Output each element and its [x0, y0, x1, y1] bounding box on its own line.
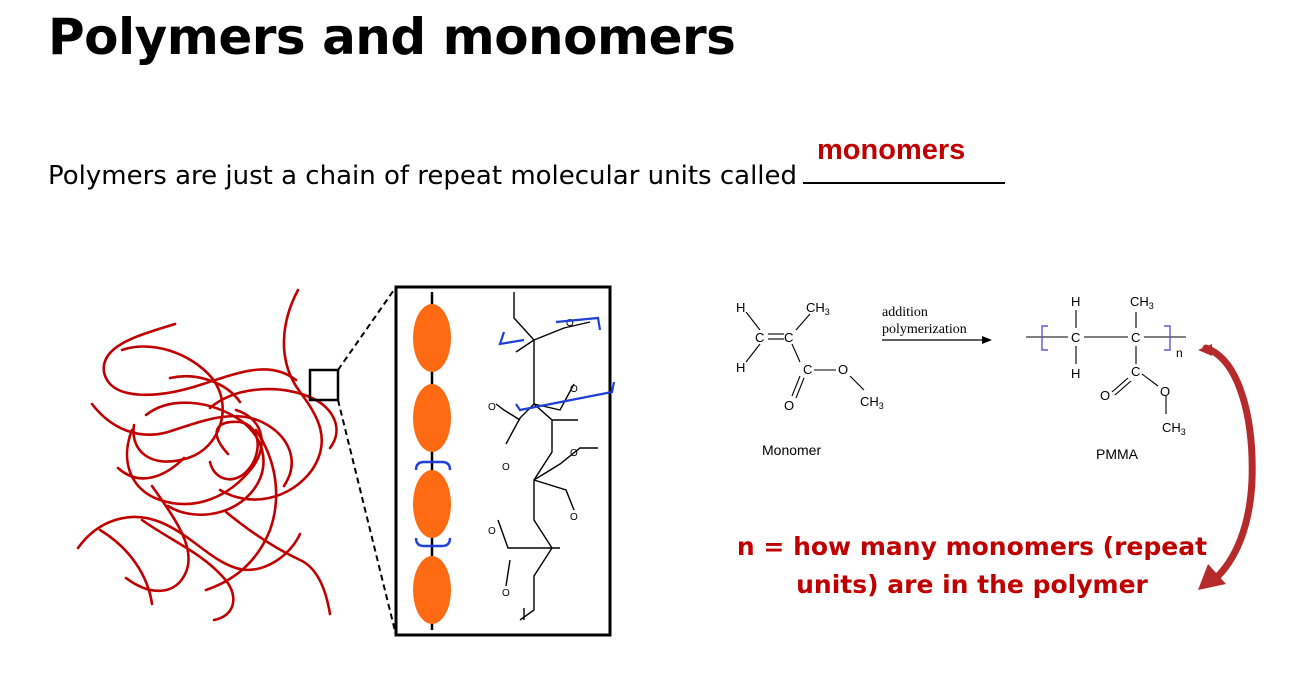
- atom-label: C: [1071, 330, 1080, 345]
- callout-arrowhead: [1198, 564, 1226, 590]
- definition-sentence: Polymers are just a chain of repeat mole…: [48, 134, 1006, 191]
- tangled-polymer-chain: [76, 288, 338, 622]
- monomer-bead: [413, 470, 451, 538]
- atom-label: O: [1160, 384, 1170, 399]
- atom-label: H: [736, 360, 745, 375]
- reaction-arrowhead: [982, 336, 992, 344]
- atom-label: O: [838, 362, 848, 377]
- repeat-count-note: n = how many monomers (repeat units) are…: [722, 528, 1222, 604]
- fill-in-blank: monomers: [803, 134, 1006, 184]
- monomer-bead: [413, 384, 451, 452]
- monomer-bead-chain: [413, 292, 452, 630]
- atom-label: C: [784, 330, 793, 345]
- definition-text: Polymers are just a chain of repeat mole…: [48, 161, 798, 191]
- pmma-structure: H C H C C O O CH3 CH3 n: [1026, 294, 1186, 437]
- oxygen-label: O: [570, 384, 578, 395]
- note-line-1: n = how many monomers (repeat: [736, 532, 1208, 561]
- methyl-label: CH3: [1162, 420, 1186, 437]
- monomer-bead: [413, 304, 451, 372]
- oxygen-label: O: [502, 588, 510, 599]
- oxygen-label: O: [570, 448, 578, 459]
- atom-label: O: [784, 398, 794, 413]
- methyl-label: CH3: [1130, 294, 1154, 311]
- oxygen-label: O: [488, 402, 496, 413]
- repeat-count-n: n: [1176, 346, 1183, 360]
- oxygen-label: O: [570, 512, 578, 523]
- callout-arrow-tail: [1198, 344, 1212, 356]
- methyl-label: CH3: [806, 300, 830, 317]
- atom-label: C: [1131, 330, 1140, 345]
- repeat-unit-bracket-bottom: [414, 537, 452, 548]
- atom-label: H: [1071, 366, 1080, 381]
- zoom-leader-top: [337, 286, 397, 371]
- repeat-unit-bracket-skeletal: [515, 381, 616, 412]
- callout-arrow-curve: [1202, 344, 1256, 584]
- repeat-unit-bracket-skeletal: [555, 316, 602, 331]
- repeat-unit-bracket-top: [414, 460, 452, 471]
- oxygen-label: O: [566, 318, 574, 329]
- monomer-bead: [413, 556, 451, 624]
- monomer-caption: Monomer: [762, 442, 821, 458]
- arrow-label-line2: polymerization: [882, 322, 967, 337]
- monomer-structure: H H C C C O O CH3 CH3: [736, 300, 884, 413]
- note-line-2: units) are in the polymer: [796, 570, 1148, 599]
- oxygen-label: O: [502, 462, 510, 473]
- repeat-unit-bracket-skeletal: [498, 331, 525, 346]
- atom-label: H: [736, 300, 745, 315]
- atom-label: C: [803, 362, 812, 377]
- arrow-label-line1: addition: [882, 305, 928, 320]
- blank-answer: monomers: [817, 134, 966, 166]
- atom-label: H: [1071, 294, 1080, 309]
- oxygen-label: O: [488, 526, 496, 537]
- zoom-selection-box: [308, 368, 340, 402]
- pmma-caption: PMMA: [1096, 446, 1139, 462]
- zoom-leader-bottom: [337, 399, 397, 636]
- atom-label: C: [755, 330, 764, 345]
- page-title: Polymers and monomers: [48, 8, 736, 66]
- atom-label: C: [1131, 364, 1140, 379]
- atom-label: O: [1100, 388, 1110, 403]
- methyl-label: CH3: [860, 394, 884, 411]
